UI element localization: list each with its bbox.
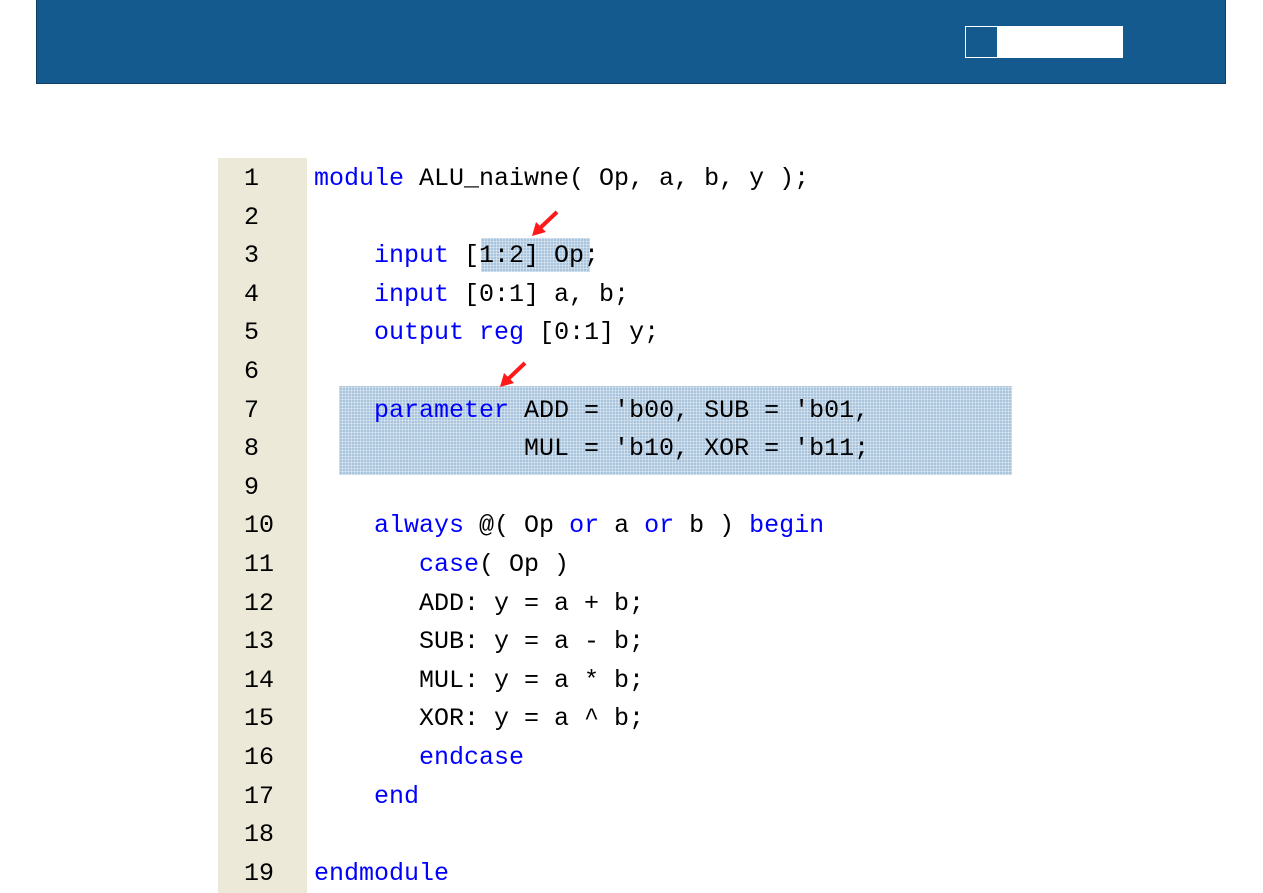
code-token: SUB: y = a - b; <box>314 627 645 657</box>
code-line: 10 always @( Op or a or b ) begin <box>218 507 1012 546</box>
line-number: 13 <box>244 627 275 657</box>
header-box-icon <box>966 27 997 57</box>
selection-highlight-parameter <box>339 386 1012 475</box>
line-number: 19 <box>244 858 275 888</box>
line-number: 1 <box>244 164 260 193</box>
code-token <box>314 511 374 540</box>
code-token <box>314 396 374 425</box>
code-text: input [1:2] Op; <box>314 237 599 276</box>
line-number: 17 <box>244 781 275 811</box>
code-line: 18 <box>218 816 1012 855</box>
code-token: [1:2] Op; <box>449 241 600 271</box>
code-text: endcase <box>314 739 524 778</box>
code-line: 19 endmodule <box>218 855 1012 893</box>
code-editor[interactable]: 1 module ALU_naiwne( Op, a, b, y ); 2 3 inp… <box>218 158 1012 893</box>
code-text: end <box>314 778 419 817</box>
keyword: begin <box>749 511 825 541</box>
line-number: 2 <box>244 202 260 232</box>
code-text: MUL = 'b10, XOR = 'b11; <box>314 430 869 469</box>
code-text: XOR: y = a ^ b; <box>314 700 644 739</box>
code-line: 8 MUL = 'b10, XOR = 'b11; <box>218 430 1012 469</box>
code-token: MUL = 'b10, XOR = 'b11; <box>314 434 870 464</box>
code-text: SUB: y = a - b; <box>314 623 644 662</box>
line-number: 12 <box>244 588 275 618</box>
header-bar <box>36 0 1226 84</box>
code-token: @( Op <box>464 511 570 541</box>
line-number: 3 <box>244 241 260 271</box>
code-token <box>314 782 374 811</box>
arrow-down-left-icon <box>500 361 527 387</box>
keyword: input <box>374 279 450 309</box>
keyword: case <box>419 550 480 579</box>
line-number: 15 <box>244 704 275 734</box>
code-line: 15 XOR: y = a ^ b; <box>218 700 1012 739</box>
keyword: end <box>374 781 420 811</box>
code-line: 3 input [1:2] Op; <box>218 237 1012 276</box>
code-token: [0:1] y; <box>524 318 660 348</box>
code-token: [0:1] a, b; <box>449 279 630 309</box>
code-token: ( Op ) <box>479 550 570 579</box>
line-number: 5 <box>244 318 260 348</box>
line-number: 7 <box>244 395 260 425</box>
keyword: output <box>374 318 465 348</box>
code-text: always @( Op or a or b ) begin <box>314 507 824 546</box>
keyword: always <box>374 511 465 541</box>
code-line: 2 <box>218 199 1012 238</box>
code-text: module ALU_naiwne( Op, a, b, y ); <box>314 160 809 199</box>
keyword: or <box>644 511 675 541</box>
code-token: ALU_naiwne( Op, a, b, y ); <box>404 164 810 193</box>
code-token: MUL: y = a * b; <box>314 665 645 695</box>
code-line: 4 input [0:1] a, b; <box>218 276 1012 315</box>
line-number: 14 <box>244 665 275 695</box>
keyword: parameter <box>374 395 510 425</box>
code-text: output reg [0:1] y; <box>314 314 659 353</box>
code-text: endmodule <box>314 855 449 893</box>
line-number: 11 <box>244 550 275 579</box>
keyword: input <box>374 241 450 271</box>
code-token: ADD = 'b00, SUB = 'b01, <box>509 395 870 425</box>
code-token: b ) <box>674 511 750 541</box>
code-line: 5 output reg [0:1] y; <box>218 314 1012 353</box>
code-line: 16 endcase <box>218 739 1012 778</box>
code-token <box>314 743 419 772</box>
line-number: 16 <box>244 743 275 772</box>
code-text: case( Op ) <box>314 546 569 585</box>
arrow-down-left-icon <box>532 210 559 236</box>
code-line: 14 MUL: y = a * b; <box>218 662 1012 701</box>
keyword: endmodule <box>314 858 450 888</box>
code-token: a <box>599 511 645 541</box>
line-number: 8 <box>244 434 260 464</box>
code-line: 13 SUB: y = a - b; <box>218 623 1012 662</box>
code-line: 12 ADD: y = a + b; <box>218 585 1012 624</box>
code-token: ADD: y = a + b; <box>314 588 645 618</box>
line-number-gutter <box>218 158 307 893</box>
line-number: 10 <box>244 511 275 541</box>
header-search-box[interactable] <box>965 26 1123 58</box>
code-text: input [0:1] a, b; <box>314 276 629 315</box>
selection-highlight-range <box>481 238 590 272</box>
code-token <box>314 241 374 270</box>
code-line: 9 <box>218 469 1012 508</box>
line-number: 4 <box>244 279 260 309</box>
keyword: module <box>314 164 405 193</box>
code-line: 17 end <box>218 778 1012 817</box>
line-number: 18 <box>244 820 275 850</box>
keyword: or <box>569 511 600 541</box>
code-text: parameter ADD = 'b00, SUB = 'b01, <box>314 392 869 431</box>
code-token <box>464 318 479 347</box>
code-text: ADD: y = a + b; <box>314 585 644 624</box>
code-line: 11 case( Op ) <box>218 546 1012 585</box>
line-number: 6 <box>244 357 260 386</box>
line-number: 9 <box>244 472 260 502</box>
code-line: 7 parameter ADD = 'b00, SUB = 'b01, <box>218 392 1012 431</box>
keyword: reg <box>479 318 525 348</box>
code-token <box>314 280 374 309</box>
code-token <box>314 550 419 579</box>
code-line: 6 <box>218 353 1012 392</box>
keyword: endcase <box>419 743 525 772</box>
code-token: XOR: y = a ^ b; <box>314 704 645 734</box>
code-token <box>314 318 374 347</box>
code-line: 1 module ALU_naiwne( Op, a, b, y ); <box>218 160 1012 199</box>
code-text: MUL: y = a * b; <box>314 662 644 701</box>
